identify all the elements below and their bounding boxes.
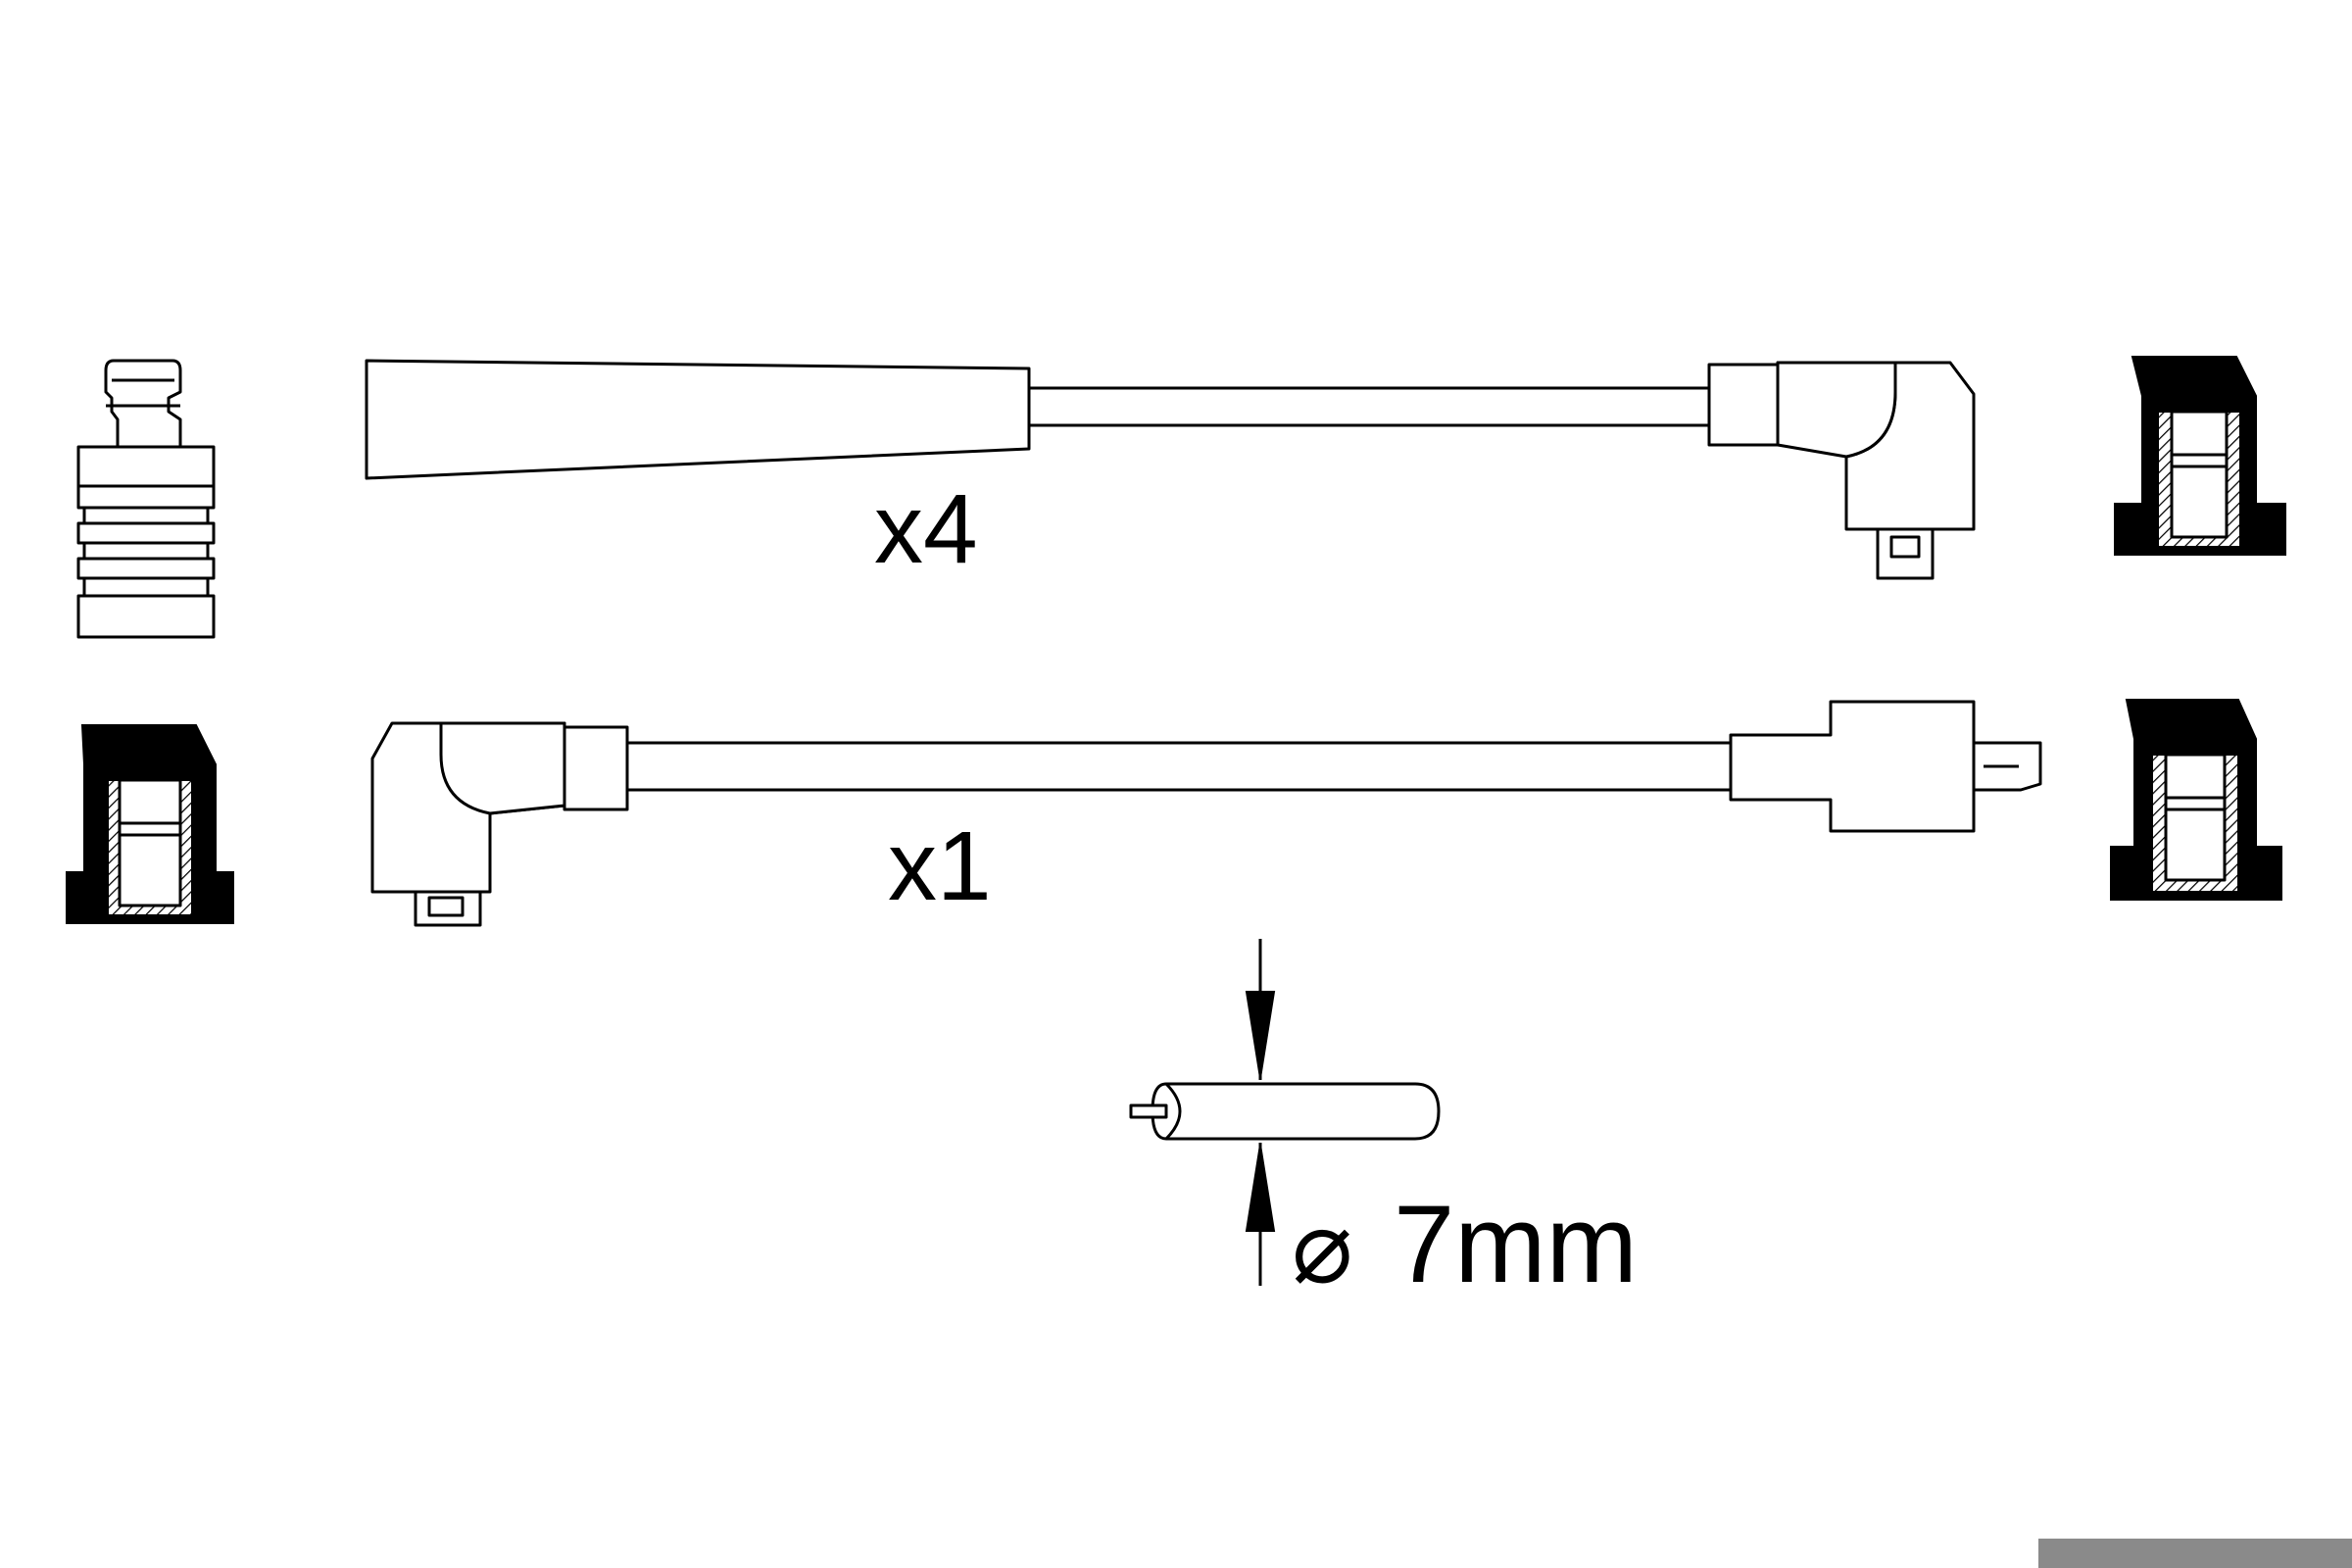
coil-lead-end-connector (1729, 700, 1976, 833)
arrow-up-icon (1245, 1144, 1276, 1232)
coil-lead-cable (625, 741, 1733, 792)
coil-lead-x1 (370, 700, 2042, 927)
spark-plug-terminal (76, 359, 216, 639)
lead-cable (1027, 386, 1713, 427)
spark-plug-lead-x4 (365, 359, 1976, 580)
quantity-label-x4: x4 (874, 474, 978, 584)
lead-boot-straight (365, 359, 1031, 480)
arrow-down-icon (1245, 991, 1276, 1079)
diameter-symbol: ⌀ (1292, 1191, 1353, 1304)
boot-socket-bottom-right (2110, 699, 2282, 901)
cable-diameter-callout (1129, 939, 1441, 1286)
cable-section (1151, 1082, 1441, 1141)
cable-core (1129, 1103, 1168, 1119)
quantity-label-x1: x1 (888, 811, 992, 921)
boot-socket-bottom-left (66, 724, 234, 924)
corner-bar (2038, 1539, 2352, 1568)
diameter-label: 7mm (1394, 1183, 1638, 1305)
boot-socket-top-right (2114, 356, 2286, 556)
